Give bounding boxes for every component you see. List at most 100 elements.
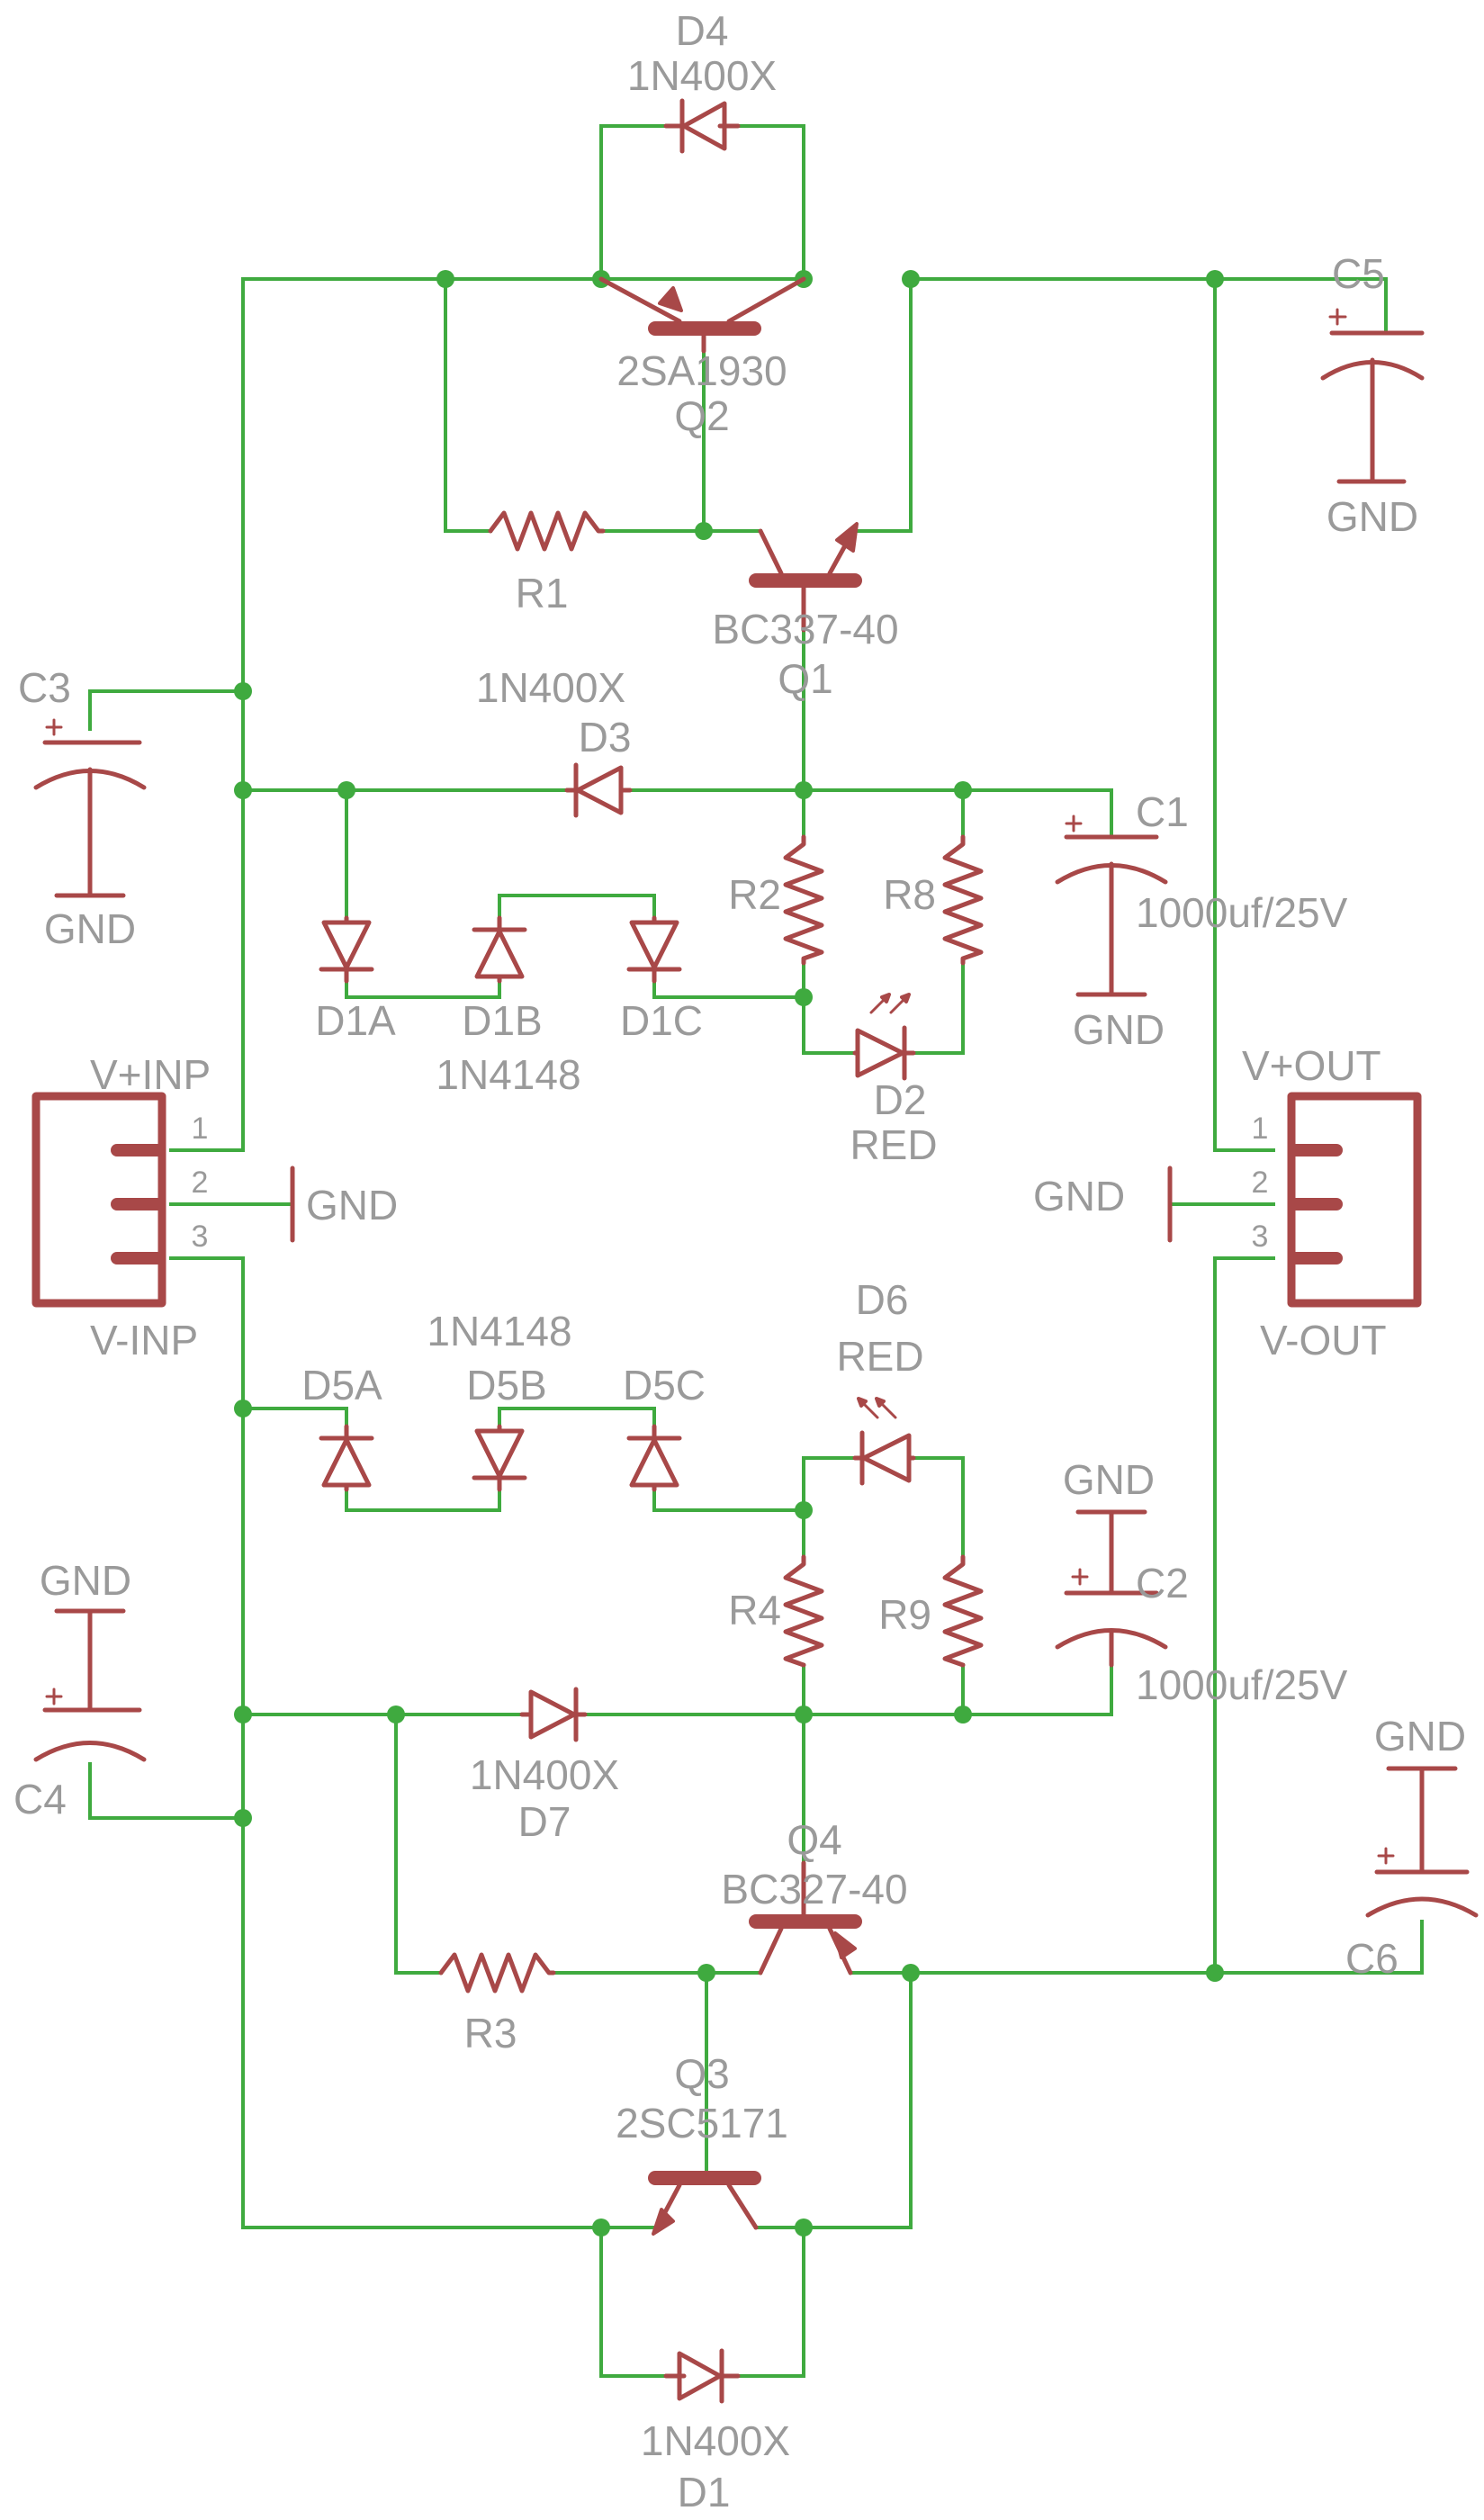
r1-ref: R1 [516, 570, 569, 616]
wires [88, 124, 1424, 2378]
conn-out-pin-2: 2 [1252, 1166, 1269, 1200]
diode-d5a [319, 1424, 374, 1492]
junction [234, 1706, 252, 1724]
conn-out-top-label: V+OUT [1242, 1042, 1381, 1089]
conn-in-bottom-label: V-INP [90, 1317, 198, 1364]
q2-value: 2SA1930 [616, 347, 787, 394]
d5c-ref: D5C [623, 1362, 706, 1408]
conn-out-pin-1: 1 [1252, 1112, 1269, 1146]
conn-in-gnd: GND [306, 1182, 398, 1228]
resistor-r8: R8 [883, 834, 984, 966]
d5b-ref: D5B [466, 1362, 546, 1408]
conn-out-pin-3: 3 [1252, 1220, 1269, 1254]
q4-ref: Q4 [787, 1816, 841, 1863]
q3-value: 2SC5171 [616, 2100, 788, 2146]
connector-input: V+INP V-INP 1 2 3 GND [31, 1051, 398, 1364]
connector-output: V+OUT V-OUT 1 2 3 GND [1033, 1042, 1422, 1364]
transistor-q2: 2SA1930 Q2 [598, 276, 806, 439]
junction [387, 1706, 405, 1724]
c2-value: 1000uf/25V [1136, 1661, 1348, 1708]
capacitor-c5: C5 GND [1320, 250, 1425, 540]
d1b-ref: D1B [462, 997, 542, 1044]
q2-ref: Q2 [674, 392, 729, 439]
c3-gnd: GND [44, 905, 136, 952]
transistor-q1: BC337-40 Q1 [712, 522, 899, 702]
junction [954, 1706, 972, 1724]
r3-ref: R3 [464, 2010, 517, 2056]
d2-value: RED [850, 1121, 937, 1168]
diode-d4: D4 1N400X [627, 7, 777, 154]
resistor-r3: R3 [438, 1952, 556, 2056]
transistor-q4: Q4 BC327-40 [721, 1816, 908, 1976]
diode-d1b [472, 915, 527, 984]
resistor-r2: R2 [728, 834, 824, 966]
resistor-r9: R9 [878, 1554, 984, 1668]
conn-in-pin-3: 3 [192, 1220, 209, 1254]
resistor-r4: R4 [728, 1554, 824, 1668]
d6-ref: D6 [856, 1276, 909, 1323]
junction [337, 781, 355, 799]
led-d6: D6 RED [836, 1276, 924, 1486]
conn-out-bottom-label: V-OUT [1260, 1317, 1387, 1364]
c1-gnd: GND [1073, 1006, 1165, 1053]
d3-value: 1N400X [476, 664, 625, 711]
q1-ref: Q1 [778, 655, 832, 702]
d1-bottom-value: 1N400X [641, 2417, 790, 2464]
d1-value: 1N4148 [436, 1051, 580, 1098]
capacitor-c4: GND C4 [13, 1557, 147, 1822]
r8-ref: R8 [883, 871, 936, 918]
c5-gnd: GND [1327, 493, 1418, 540]
junctions [234, 270, 1224, 2236]
junction [234, 781, 252, 799]
junction [695, 522, 713, 540]
junction [795, 1706, 813, 1724]
d5a-ref: D5A [301, 1362, 382, 1408]
d1c-ref: D1C [620, 997, 703, 1044]
junction [234, 1809, 252, 1827]
d1-bottom-ref: D1 [678, 2469, 731, 2516]
c6-gnd: GND [1374, 1713, 1466, 1760]
junction [234, 1400, 252, 1418]
d7-ref: D7 [518, 1798, 571, 1845]
diode-d1a [319, 915, 374, 984]
junction [1206, 270, 1224, 288]
junction [795, 2218, 813, 2236]
junction [234, 682, 252, 700]
diode-d1c [626, 915, 682, 984]
diode-d3: 1N400X D3 [476, 664, 633, 818]
q1-value: BC337-40 [712, 606, 898, 652]
c2-gnd: GND [1063, 1456, 1155, 1503]
led-d2: D2 RED [850, 993, 938, 1168]
junction [795, 781, 813, 799]
capacitor-c3: C3 GND [18, 664, 147, 952]
c2-ref: C2 [1136, 1560, 1189, 1606]
capacitor-c2: GND C2 1000uf/25V [1055, 1456, 1348, 1708]
r2-ref: R2 [728, 871, 781, 918]
junction [697, 1964, 715, 1982]
capacitor-c1: C1 1000uf/25V GND [1055, 788, 1348, 1053]
c1-value: 1000uf/25V [1136, 889, 1348, 936]
diode-d1-bottom: 1N400X D1 [641, 2348, 790, 2516]
c5-ref: C5 [1332, 250, 1385, 297]
r9-ref: R9 [878, 1591, 931, 1638]
d5-value: 1N4148 [427, 1308, 571, 1354]
junction [795, 1501, 813, 1519]
junction [954, 781, 972, 799]
c3-ref: C3 [18, 664, 71, 711]
junction [436, 270, 454, 288]
c6-ref: C6 [1345, 1935, 1399, 1982]
c4-gnd: GND [40, 1557, 131, 1604]
d6-value: RED [836, 1333, 923, 1380]
diode-d5c [626, 1424, 682, 1492]
c1-ref: C1 [1136, 788, 1189, 835]
junction [1206, 1964, 1224, 1982]
q4-value: BC327-40 [721, 1866, 907, 1912]
diode-d5b [472, 1424, 527, 1492]
junction [902, 270, 920, 288]
conn-out-gnd: GND [1033, 1173, 1125, 1220]
d3-ref: D3 [579, 714, 632, 760]
d7-value: 1N400X [470, 1751, 619, 1798]
conn-in-pin-1: 1 [192, 1112, 209, 1146]
diode-d7: 1N400X D7 [470, 1687, 619, 1845]
